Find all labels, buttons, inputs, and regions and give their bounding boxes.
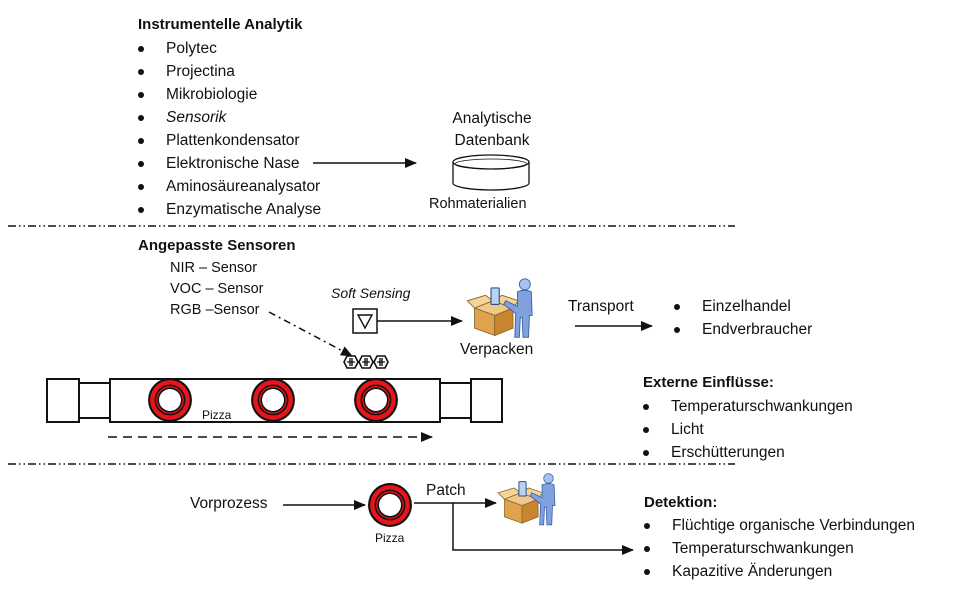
transport-label: Transport bbox=[568, 298, 634, 315]
database-label: Analytische Datenbank bbox=[435, 108, 549, 152]
section-title-detection: Detektion: bbox=[644, 494, 718, 511]
person-packing-box-icon bbox=[466, 278, 533, 338]
preprocess-label: Vorprozess bbox=[190, 495, 268, 512]
soft-sensing-label: Soft Sensing bbox=[331, 285, 411, 301]
external-influence-item: Licht bbox=[639, 418, 853, 441]
sensor-item: RGB –Sensor bbox=[170, 302, 260, 318]
pizza-label: Pizza bbox=[375, 531, 405, 545]
pizza-ring-icon bbox=[353, 377, 399, 423]
detection-list-item: Flüchtige organische Verbindungen bbox=[640, 514, 915, 537]
person-packing-box-icon bbox=[497, 473, 556, 526]
database-caption: Rohmaterialien bbox=[429, 196, 527, 212]
conveyor-pizza-label: Pizza bbox=[202, 408, 232, 422]
sensor-item: VOC – Sensor bbox=[170, 281, 264, 297]
sensor-hexagon-icon bbox=[343, 355, 389, 369]
database-cylinder-icon bbox=[452, 154, 530, 191]
analytics-list-item: Polytec bbox=[134, 37, 321, 60]
section-title-external-influences: Externe Einflüsse: bbox=[643, 374, 774, 391]
analytics-list-item: Mikrobiologie bbox=[134, 83, 321, 106]
detection-list-item: Kapazitive Änderungen bbox=[640, 560, 915, 583]
sensor-item: NIR – Sensor bbox=[170, 260, 258, 276]
detection-list-item: Temperaturschwankungen bbox=[640, 537, 915, 560]
pizza-ring-icon bbox=[147, 377, 193, 423]
packaging-label: Verpacken bbox=[460, 341, 534, 358]
database-label-line2: Datenbank bbox=[454, 132, 530, 149]
external-influence-item: Temperaturschwankungen bbox=[639, 395, 853, 418]
destination-list-item: Endverbraucher bbox=[670, 318, 812, 341]
arrow-sensor-to-array bbox=[268, 311, 353, 357]
section-title-instrumental-analytics: Instrumentelle Analytik bbox=[138, 16, 303, 33]
pizza-ring-icon bbox=[250, 377, 296, 423]
triangle-down-box-icon bbox=[352, 308, 378, 334]
external-influence-item: Erschütterungen bbox=[639, 441, 853, 464]
analytics-list-item: Sensorik bbox=[134, 106, 321, 129]
pizza-ring-icon bbox=[367, 482, 413, 528]
sensor-list: NIR – Sensor VOC – Sensor RGB –Sensor bbox=[170, 258, 264, 321]
analytics-list-item: Projectina bbox=[134, 60, 321, 83]
analytics-list-item: Enzymatische Analyse bbox=[134, 198, 321, 221]
analytics-list-item: Elektronische Nase bbox=[134, 152, 321, 175]
arrow-pizza-to-detection bbox=[452, 503, 634, 555]
analytics-list-item: Aminosäureanalysator bbox=[134, 175, 321, 198]
analytics-list-item: Plattenkondensator bbox=[134, 129, 321, 152]
destination-list-item: Einzelhandel bbox=[670, 295, 812, 318]
section-title-sensors: Angepasste Sensoren bbox=[138, 237, 296, 254]
patch-label: Patch bbox=[426, 482, 466, 499]
database-label-line1: Analytische bbox=[452, 110, 532, 127]
